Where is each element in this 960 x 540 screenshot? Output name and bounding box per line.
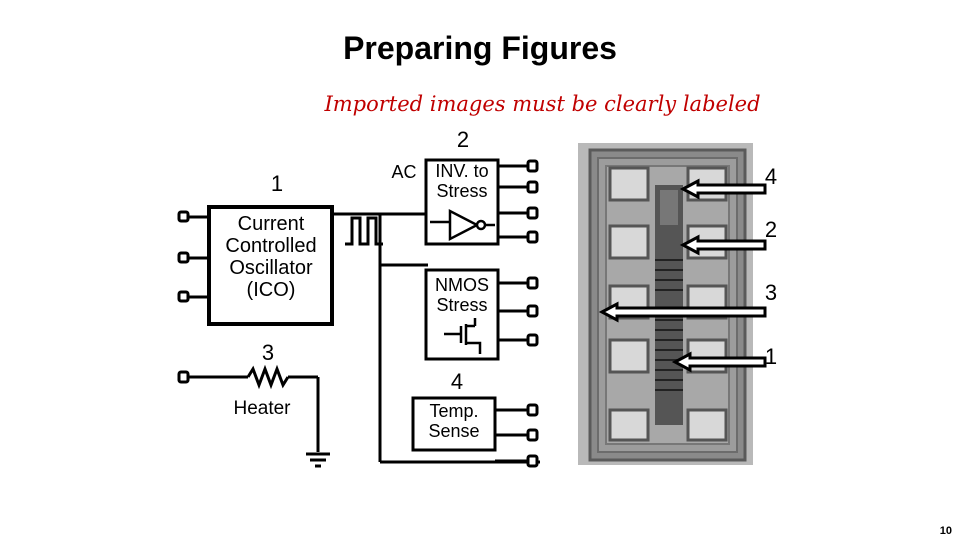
ac-waveform-icon [345, 216, 383, 246]
page-number: 10 [939, 525, 952, 537]
temp-pins [495, 403, 539, 468]
ico-label-line: Oscillator [229, 257, 313, 279]
nmos-label-line: NMOS [435, 275, 489, 295]
inv-label-line: INV. to [435, 161, 489, 181]
temp-sense-block [411, 396, 497, 452]
nmos-label: NMOS Stress [426, 275, 498, 316]
die-arrow-label: 3 [764, 280, 778, 305]
heater-resistor-icon [188, 364, 320, 452]
temp-label-line: Temp. [429, 401, 479, 421]
inv-pins [498, 159, 539, 244]
die-arrows [598, 178, 767, 373]
ico-block [207, 205, 334, 326]
slide-subtitle: Imported images must be clearly labeled [324, 92, 761, 116]
ico-label-line: (ICO) [246, 279, 296, 301]
nmos-block [424, 268, 500, 361]
inv-label-line: Stress [436, 180, 488, 201]
temp-number: 4 [450, 369, 464, 394]
arrow-4 [679, 178, 767, 200]
inv-number: 2 [456, 127, 470, 152]
arrow-2 [679, 234, 767, 256]
nmos-label-line: Stress [436, 294, 488, 315]
ico-label: Current Controlled Oscillator (ICO) [211, 213, 331, 301]
ico-number: 1 [270, 171, 284, 196]
inv-label: INV. to Stress [426, 161, 498, 202]
ground-icon [306, 452, 330, 468]
die-arrow-label: 4 [764, 164, 778, 189]
inv-ac-label: AC [391, 162, 417, 182]
heater-number: 3 [261, 340, 275, 365]
nmos-pins [498, 276, 539, 347]
die-arrow-label: 1 [764, 344, 778, 369]
temp-label: Temp. Sense [413, 401, 495, 442]
heater-label: Heater [233, 398, 291, 419]
heater-pin [177, 370, 190, 384]
arrow-3 [598, 301, 767, 323]
die-arrow-label: 2 [764, 217, 778, 242]
arrow-1 [671, 351, 767, 373]
nmos-transistor-icon [444, 318, 482, 354]
temp-label-line: Sense [428, 420, 480, 441]
ico-pins [177, 210, 209, 303]
ico-label-line: Current [237, 213, 305, 235]
slide-title: Preparing Figures [343, 30, 617, 66]
ico-label-line: Controlled [225, 235, 317, 257]
inverter-icon [430, 208, 495, 242]
